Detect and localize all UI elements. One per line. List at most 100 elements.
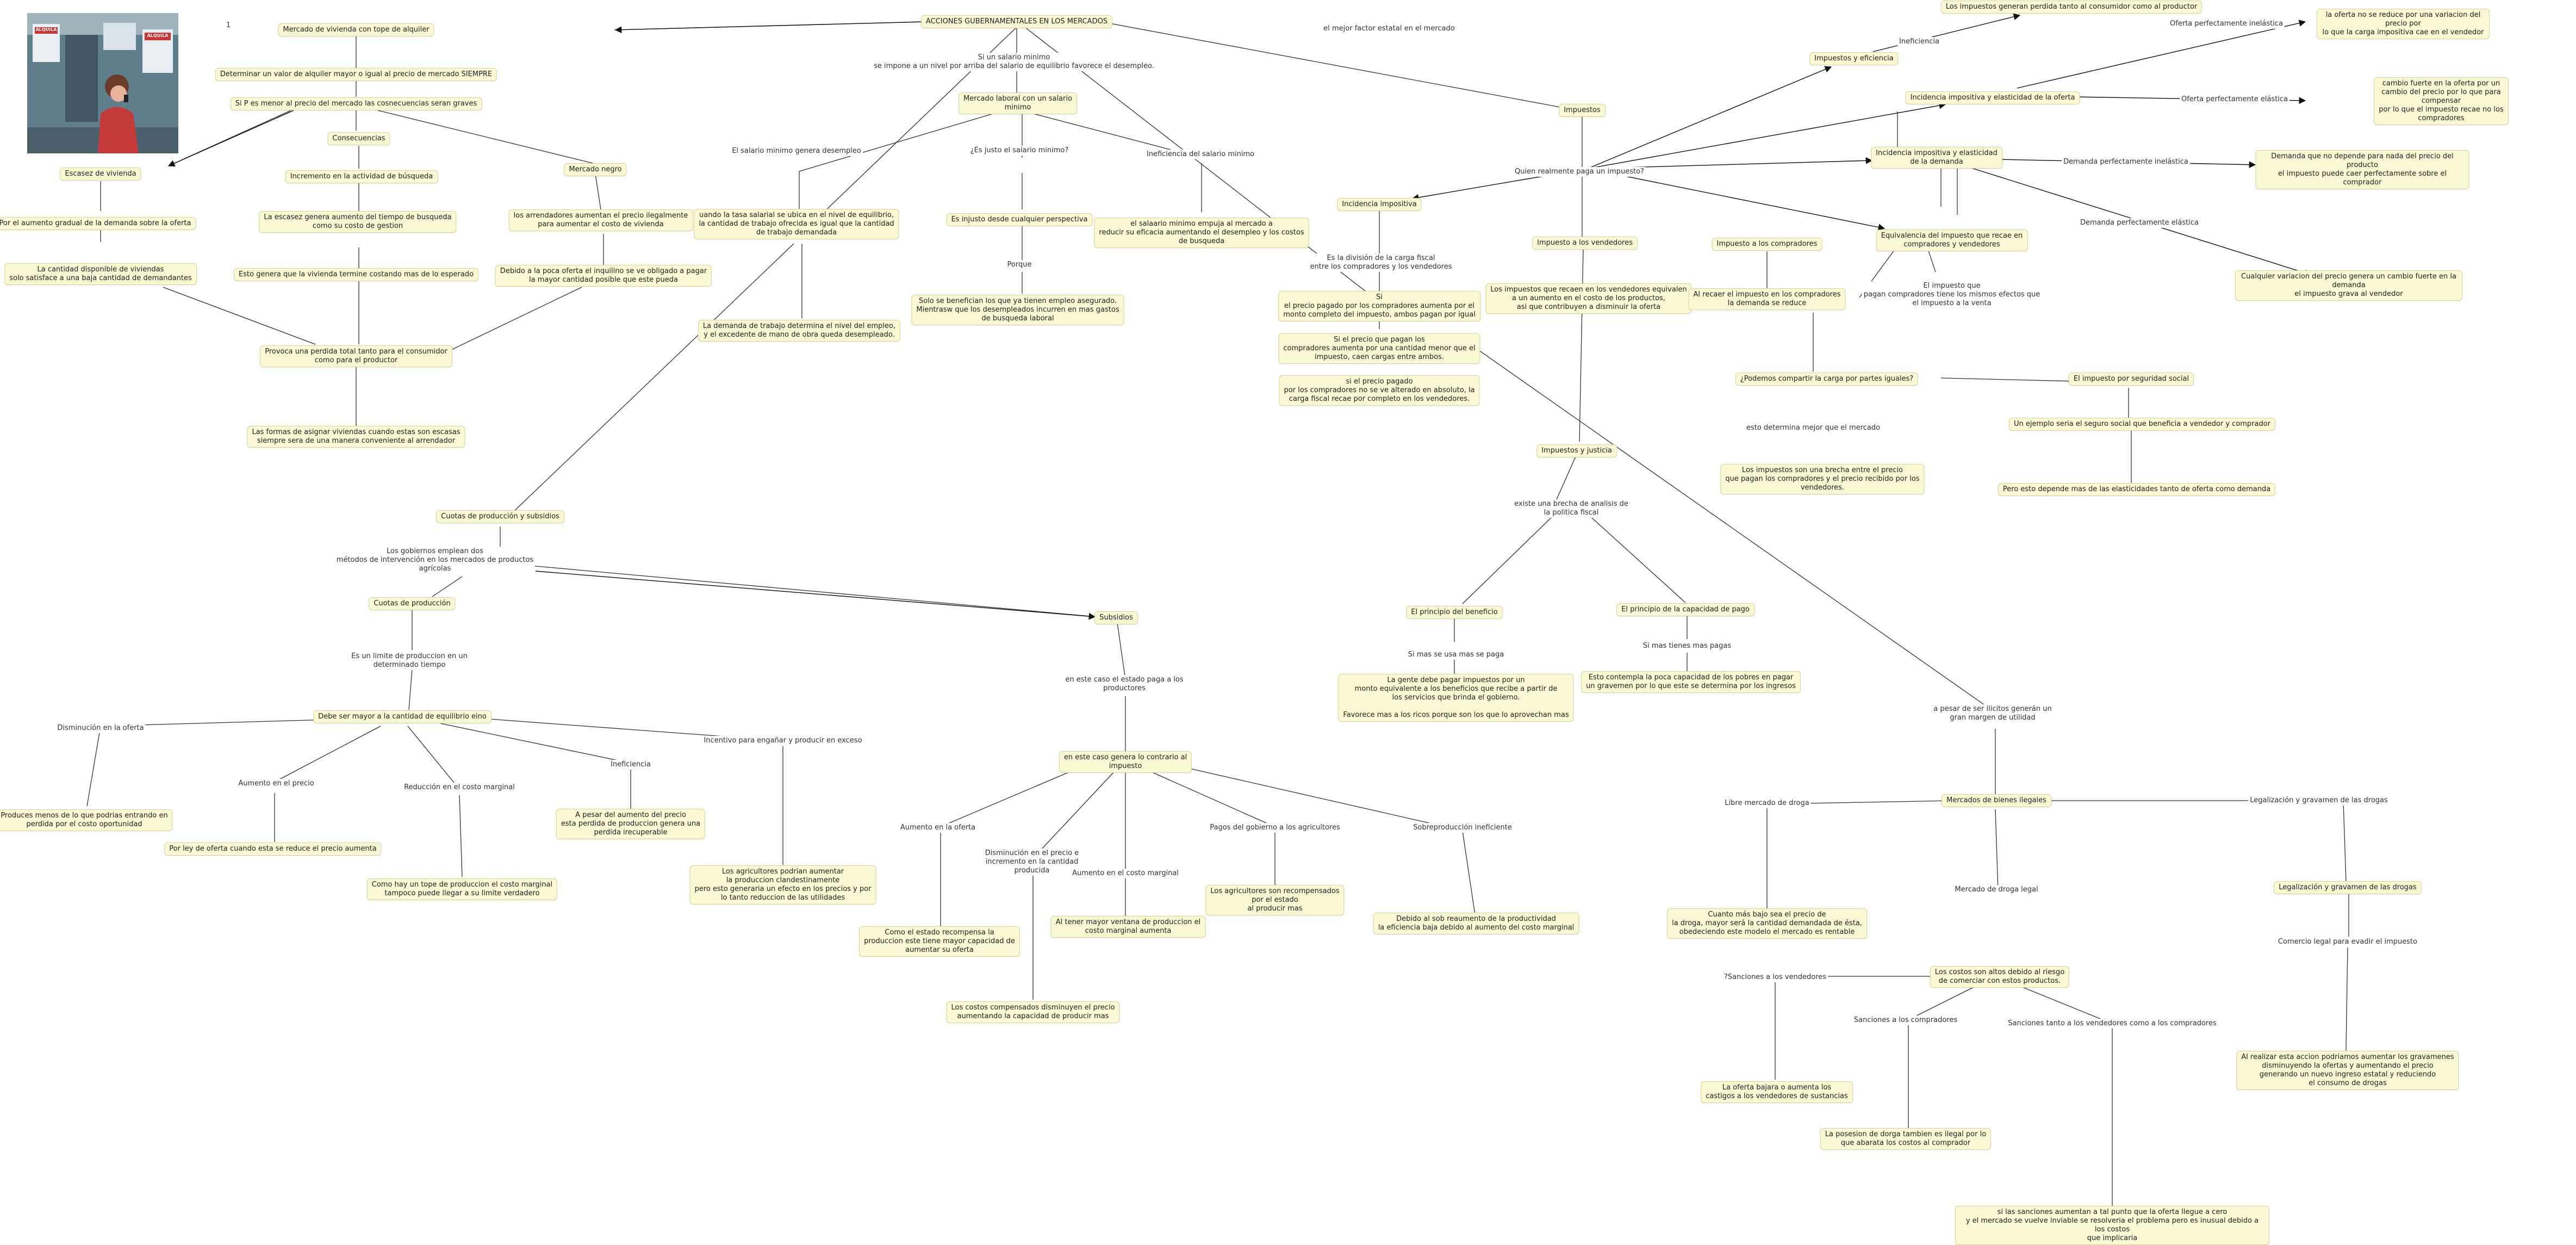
link-label-legalizacion: Legalización y gravamen de las drogas bbox=[2248, 796, 2390, 806]
link-label-aumento-oferta: Aumento en la oferta bbox=[898, 823, 978, 833]
concept-debido-sobreaumento[interactable]: Debido al sob reaumento de la productivi… bbox=[1373, 913, 1579, 934]
root-concept[interactable]: ACCIONES GUBERNAMENTALES EN LOS MERCADOS bbox=[920, 15, 1113, 28]
link-label-limite-produccion: Es un limite de produccion en un determi… bbox=[350, 652, 469, 670]
link-label-libre-mercado: Libre mercado de droga bbox=[1723, 798, 1811, 808]
link-label-disminucion-precio: Disminución en el precio e incremento en… bbox=[983, 848, 1081, 876]
concept-impuesto-seguridad-social[interactable]: El impuesto por seguridad social bbox=[2068, 373, 2194, 386]
link-label-salario-minimo: Si un salario minimo se impone a un nive… bbox=[872, 53, 1156, 71]
link-label-quien-paga: Quien realmente paga un impuesto? bbox=[1513, 167, 1646, 177]
concept-principio-capacidad[interactable]: El principio de la capacidad de pago bbox=[1616, 603, 1754, 616]
concept-arrendadores[interactable]: los arrendadores aumentan el precio ileg… bbox=[508, 209, 693, 231]
concept-incidencia-demanda[interactable]: Incidencia impositiva y elasticidad de l… bbox=[1871, 147, 2002, 169]
concept-costos-altos[interactable]: Los costos son altos debido al riesgo de… bbox=[1930, 966, 2070, 988]
concept-impuestos-eficiencia[interactable]: Impuestos y eficiencia bbox=[1809, 52, 1899, 65]
concept-gente-debe-pagar[interactable]: La gente debe pagar impuestos por un mon… bbox=[1338, 674, 1574, 722]
concept-aumento-gradual[interactable]: Por el aumento gradual de la demanda sob… bbox=[0, 217, 196, 230]
concept-impuesto-compradores[interactable]: Impuesto a los compradores bbox=[1712, 238, 1822, 251]
concept-escasez[interactable]: Escasez de vivienda bbox=[60, 168, 141, 181]
concept-si-precio-menor[interactable]: Si el precio que pagan los compradores a… bbox=[1278, 333, 1480, 364]
concept-mercados-ilegales[interactable]: Mercados de bienes ilegales bbox=[1942, 794, 2051, 807]
concept-consecuencias[interactable]: Consecuencias bbox=[327, 132, 390, 145]
link-label-gobiernos: Los gobiernos emplean dos métodos de int… bbox=[334, 547, 536, 574]
sign-text-left: ALQUILA bbox=[35, 27, 57, 32]
concept-demanda-no-depende[interactable]: Demanda que no depende para nada del pre… bbox=[2255, 150, 2469, 189]
concept-si-p-menor[interactable]: Si P es menor al precio del mercado las … bbox=[230, 97, 482, 110]
concept-posesion-droga[interactable]: La posesion de dorga tambien es ilegal p… bbox=[1820, 1128, 1992, 1150]
concept-impuestos-generan[interactable]: Los impuestos generan perdida tanto al c… bbox=[1940, 1, 2202, 14]
concept-cuotas-produccion[interactable]: Cuotas de producción bbox=[369, 597, 456, 610]
link-label-incentivo: Incentivo para engañar y producir en exc… bbox=[702, 736, 864, 746]
concept-salario-empuja[interactable]: el salaario minimo empuja al mercado a r… bbox=[1094, 218, 1309, 248]
concept-esto-genera[interactable]: Esto genera que la vivienda termine cost… bbox=[233, 268, 479, 281]
concept-equivalencia[interactable]: Equivalencia del impuesto que recae en c… bbox=[1876, 230, 2028, 251]
concept-demanda-trabajo[interactable]: La demanda de trabajo determina el nivel… bbox=[698, 320, 901, 342]
concept-determinar-valor[interactable]: Determinar un valor de alquiler mayor o … bbox=[215, 68, 497, 81]
link-label-a-pesar-ilicitos: a pesar de ser ilicitos generán un gran … bbox=[1932, 704, 2054, 723]
concept-formas-asignar[interactable]: Las formas de asignar viviendas cuando e… bbox=[247, 426, 465, 448]
link-label-impuesto-que-pagan: El impuesto que pagan compradores tiene … bbox=[1862, 281, 2042, 308]
link-label-demanda-inelastica: Demanda perfectamente inelástica bbox=[2062, 157, 2190, 167]
concept-debido-poca-oferta[interactable]: Debido a la poca oferta el inquilino se … bbox=[495, 265, 712, 287]
concept-oferta-bajara[interactable]: La oferta bajara o aumenta los castigos … bbox=[1701, 1081, 1853, 1103]
concept-solo-benefician[interactable]: Solo se benefician los que ya tienen emp… bbox=[911, 295, 1124, 325]
concept-podemos-compartir[interactable]: ¿Podemos compartir la carga por partes i… bbox=[1735, 373, 1919, 386]
concept-mercado-vivienda[interactable]: Mercado de vivienda con tope de alquiler bbox=[278, 23, 434, 36]
concept-en-este-caso[interactable]: en este caso genera lo contrario al impu… bbox=[1059, 751, 1192, 773]
concept-mercado-negro[interactable]: Mercado negro bbox=[564, 163, 627, 176]
concept-perdida-total[interactable]: Provoca una perdida total tanto para el … bbox=[260, 345, 452, 367]
link-label-estado-paga: en este caso el estado paga a los produc… bbox=[1063, 675, 1185, 693]
link-label-division-carga: Es la división de la carga fiscal entre … bbox=[1308, 253, 1454, 272]
link-label-esto-determina: esto determina mejor que el mercado bbox=[1744, 423, 1882, 433]
concept-oferta-no-reduce[interactable]: la oferta no se reduce por una variacion… bbox=[2317, 9, 2490, 39]
concept-por-ley-oferta[interactable]: Por ley de oferta cuando esta se reduce … bbox=[164, 843, 382, 856]
concept-escasez-genera[interactable]: La escasez genera aumento del tiempo de … bbox=[259, 211, 457, 233]
concept-ejemplo-seguro[interactable]: Un ejemplo seria el seguro social que be… bbox=[2008, 418, 2276, 431]
concept-tasa-salarial[interactable]: uando la tasa salarial se ubica en el ni… bbox=[694, 209, 899, 239]
concept-impuestos[interactable]: Impuestos bbox=[1559, 104, 1606, 117]
concept-cambio-fuerte[interactable]: cambio fuerte en la oferta por un cambio… bbox=[2374, 77, 2509, 125]
concept-incremento-busqueda[interactable]: Incremento en la actividad de búsqueda bbox=[285, 170, 438, 183]
concept-costos-compensados[interactable]: Los costos compensados disminuyen el pre… bbox=[946, 1001, 1120, 1023]
concept-agricultores-recompensados[interactable]: Los agricultores son recompensados por e… bbox=[1205, 885, 1345, 915]
rental-photo-image bbox=[27, 13, 178, 153]
concept-a-pesar-aumento[interactable]: A pesar del aumento del precio esta perd… bbox=[556, 809, 706, 839]
concept-esto-contempla[interactable]: Esto contempla la poca capacidad de los … bbox=[1581, 671, 1801, 693]
concept-produces-menos[interactable]: Produces menos de lo que podrias entrand… bbox=[0, 809, 173, 831]
link-label-es-justo: ¿Es justo el salario minimo? bbox=[968, 146, 1071, 156]
concept-principio-beneficio[interactable]: El principio del beneficio bbox=[1406, 606, 1503, 619]
concept-subsidios[interactable]: Subsidios bbox=[1094, 611, 1138, 624]
concept-legalizacion-gravamen[interactable]: Legalización y gravamen de las drogas bbox=[2274, 881, 2422, 894]
concept-al-realizar[interactable]: Al realizar esta accion podriamos aument… bbox=[2236, 1051, 2459, 1090]
link-label-1: 1 bbox=[224, 21, 233, 30]
concept-cualquier-variacion[interactable]: Cualquier variacion del precio genera un… bbox=[2235, 270, 2462, 301]
concept-cantidad-disponible[interactable]: La cantidad disponible de viviendas solo… bbox=[4, 263, 197, 285]
concept-agricultores-podrian[interactable]: Los agricultores podrian aumentar la pro… bbox=[689, 865, 876, 905]
link-label-oferta-elastica: Oferta perfectamente elástica bbox=[2179, 95, 2290, 104]
concept-si-sanciones[interactable]: si las sanciones aumentan a tal punto qu… bbox=[1955, 1206, 2269, 1245]
concept-incidencia-impositiva[interactable]: Incidencia impositiva bbox=[1337, 198, 1422, 211]
link-label-comercio-legal: Comercio legal para evadir el impuesto bbox=[2276, 937, 2419, 947]
link-label-oferta-inelastica: Oferta perfectamente inelástica bbox=[2168, 19, 2285, 29]
concept-impuesto-vendedores[interactable]: Impuesto a los vendedores bbox=[1532, 237, 1638, 250]
concept-mercado-laboral[interactable]: Mercado laboral con un salario minimo bbox=[959, 92, 1077, 114]
concept-si-precio-no-alterado[interactable]: si el precio pagado por los compradores … bbox=[1279, 375, 1480, 406]
sign-text-right: ALQUILA bbox=[147, 33, 169, 38]
concept-impuestos-recaen-vendedores[interactable]: Los impuestos que recaen en los vendedor… bbox=[1485, 283, 1692, 314]
concept-cuanto-mas-bajo[interactable]: Cuanto más bajo sea el precio de la drog… bbox=[1667, 908, 1867, 939]
concept-incidencia-oferta[interactable]: Incidencia impositiva y elasticidad de l… bbox=[1905, 91, 2080, 104]
concept-al-tener[interactable]: Al tener mayor ventana de produccion el … bbox=[1050, 916, 1206, 938]
concept-debe-ser-mayor[interactable]: Debe ser mayor a la cantidad de equilibr… bbox=[313, 710, 491, 723]
concept-si-precio-aumenta[interactable]: Si el precio pagado por los compradores … bbox=[1278, 291, 1480, 321]
concept-como-estado[interactable]: Como el estado recompensa la produccion … bbox=[859, 926, 1020, 957]
concept-cuotas-subsidios[interactable]: Cuotas de producción y subsidios bbox=[436, 510, 564, 523]
concept-pero-depende[interactable]: Pero esto depende mas de las elasticidad… bbox=[1998, 483, 2276, 496]
concept-brecha-precio[interactable]: Los impuestos son una brecha entre el pr… bbox=[1720, 464, 1925, 494]
link-label-existe-brecha: existe una brecha de analisis de la poli… bbox=[1513, 499, 1630, 518]
link-label-salario-genera: El salario minimo genera desempleo bbox=[730, 146, 863, 156]
concept-al-recaer[interactable]: Al recaer el impuesto en los compradores… bbox=[1688, 288, 1846, 310]
concept-injusto[interactable]: Es injusto desde cualquier perspectiva bbox=[946, 213, 1093, 226]
concept-impuestos-justicia[interactable]: Impuestos y justicia bbox=[1536, 444, 1617, 457]
link-label-sanciones-vendedores: ?Sanciones a los vendedores bbox=[1722, 973, 1828, 982]
concept-como-hay-tope[interactable]: Como hay un tope de produccion el costo … bbox=[366, 878, 558, 900]
